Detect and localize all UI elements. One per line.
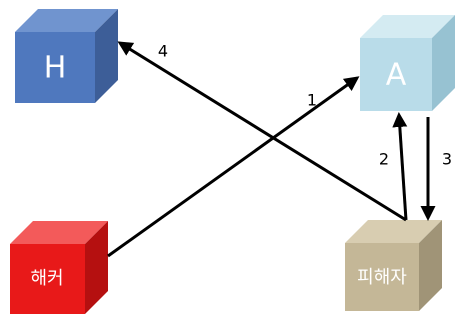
edge-3: 3 xyxy=(420,117,452,221)
edge-3-label: 3 xyxy=(442,150,452,169)
edge-4-line xyxy=(117,41,407,222)
node-victim-side xyxy=(419,220,442,311)
node-hacker-server-label: H xyxy=(44,51,67,86)
node-hacker-server-side xyxy=(95,9,118,103)
node-victim-top xyxy=(345,220,442,243)
node-hacker-server: H xyxy=(15,9,118,103)
edge-1-line xyxy=(107,76,360,258)
edge-4: 4 xyxy=(117,41,407,222)
node-server-a: A xyxy=(360,15,455,111)
edge-2-line xyxy=(392,112,408,221)
edge-1-label: 1 xyxy=(307,91,317,110)
node-victim: 피해자 xyxy=(345,220,442,311)
node-server-a-front xyxy=(360,38,432,111)
node-victim-label: 피해자 xyxy=(357,267,407,288)
node-hacker-server-top xyxy=(15,9,118,32)
node-victim-front xyxy=(345,243,419,311)
node-hacker-front xyxy=(10,244,85,314)
edge-4-label: 4 xyxy=(158,42,168,61)
node-hacker-side xyxy=(85,221,108,314)
node-server-a-top xyxy=(360,15,455,38)
edge-2-label: 2 xyxy=(379,150,389,169)
node-hacker-label: 해커 xyxy=(30,268,63,289)
node-hacker-server-front xyxy=(15,32,95,103)
node-server-a-label: A xyxy=(386,58,407,93)
node-server-a-side xyxy=(432,15,455,111)
edge-1: 1 xyxy=(107,76,360,258)
edge-2: 2 xyxy=(379,112,408,221)
node-hacker: 해커 xyxy=(10,221,108,314)
node-hacker-top xyxy=(10,221,108,244)
